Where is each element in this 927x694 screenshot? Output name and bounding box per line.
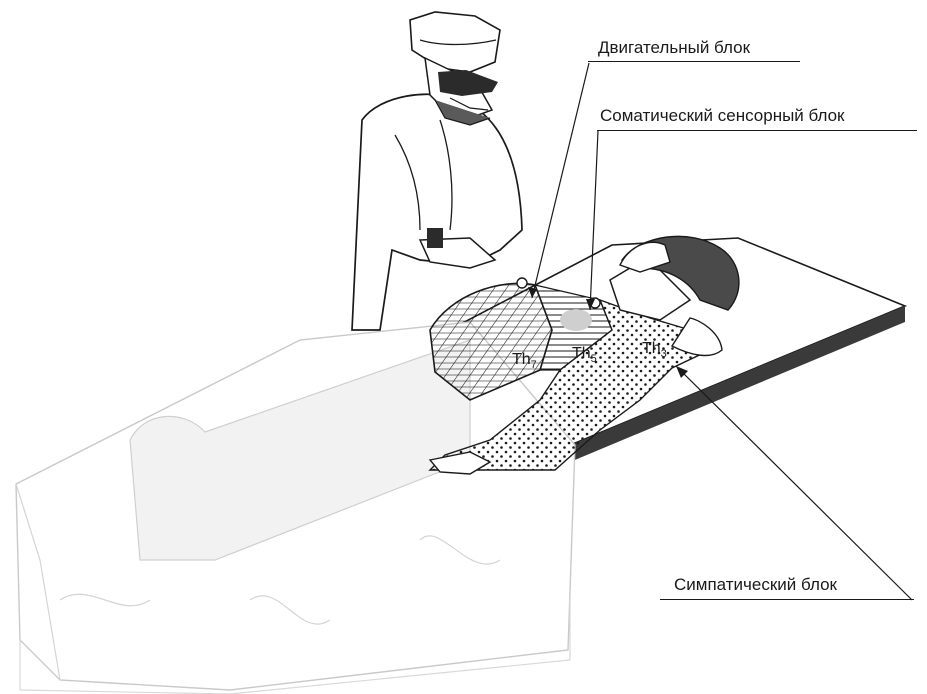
segment-label-th3: Th3 [642,340,667,363]
motor-block-label: Двигательный блок [598,38,750,58]
somatic-sensory-block-label: Соматический сенсорный блок [600,106,845,126]
segment-label-th7: Th7 [512,351,537,374]
somatic-sensory-block-underline [597,130,917,131]
sympathetic-block-leader [676,366,912,600]
sympathetic-block-label: Симпатический блок [674,575,837,595]
motor-block-underline [588,61,800,62]
sympathetic-block-underline [660,599,914,600]
surgeon [352,12,522,330]
segment-label-th5: Th5 [572,345,597,368]
